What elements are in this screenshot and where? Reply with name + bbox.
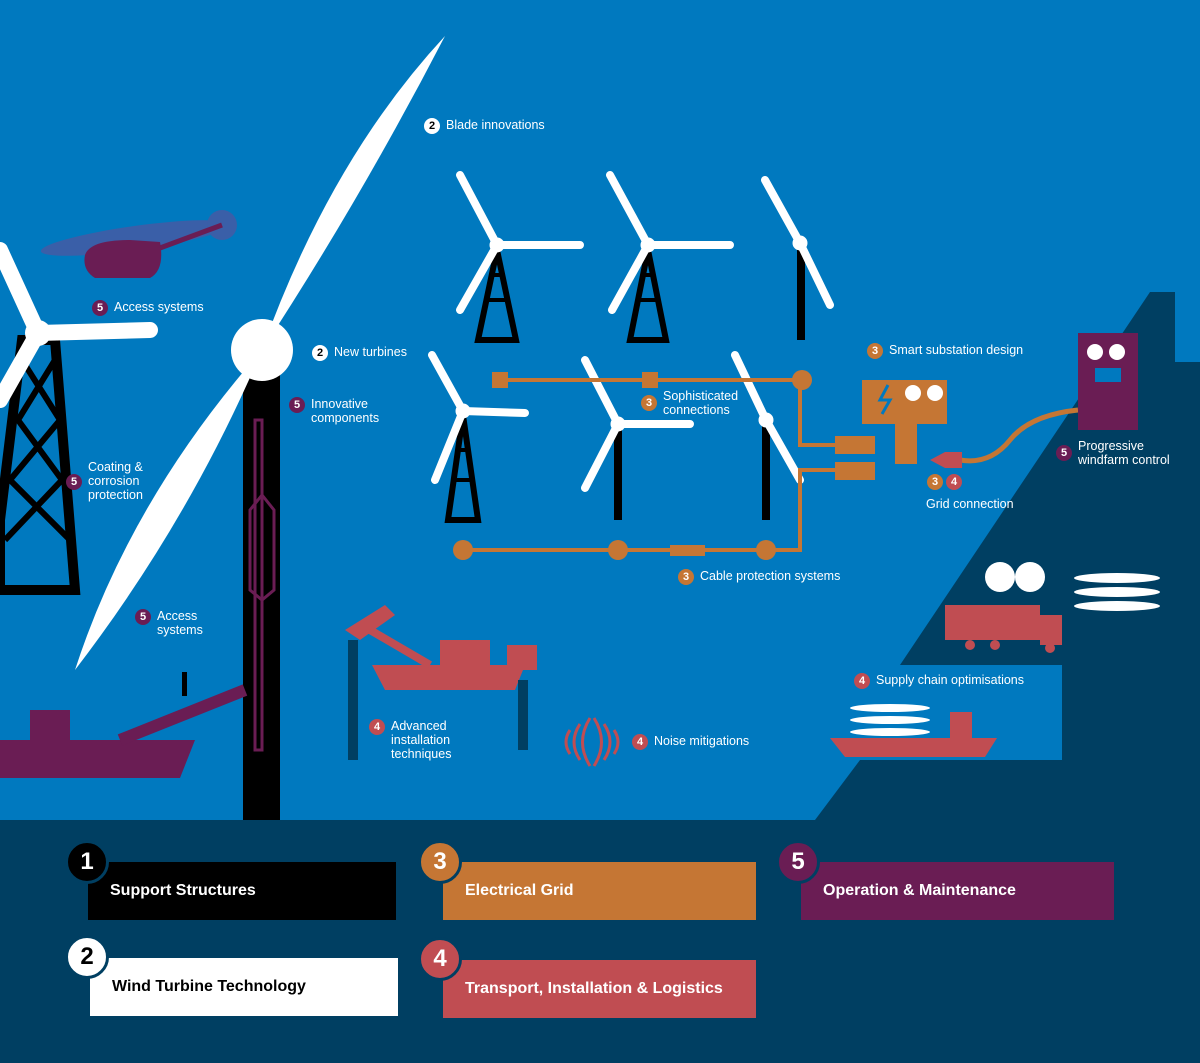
- badge: 5: [1056, 445, 1072, 461]
- label-installation: 4 Advanced installation techniques: [369, 719, 509, 761]
- legend-electrical-grid: Electrical Grid: [443, 862, 756, 920]
- label-cable-protection: 3 Cable protection systems: [678, 569, 840, 585]
- turbine-4: [428, 351, 529, 523]
- turbine-1: [456, 171, 584, 343]
- label-text: Noise mitigations: [654, 734, 750, 748]
- turbine-2: [606, 171, 734, 343]
- legend-operation-maintenance: Operation & Maintenance: [801, 862, 1114, 920]
- badge: 4: [632, 734, 648, 750]
- badge: 4: [854, 673, 870, 689]
- label-text: Access systems: [157, 609, 203, 637]
- label-smart-substation: 3 Smart substation design: [867, 343, 1023, 359]
- label-text: Coating & corrosion protection: [88, 460, 143, 502]
- label-text: Cable protection systems: [700, 569, 841, 583]
- badge: 3: [641, 395, 657, 411]
- label-coating: 5 Coating & corrosion protection: [66, 460, 166, 502]
- supply-chain-icons: [830, 562, 1160, 757]
- label-supply-chain: 4 Supply chain optimisations: [854, 673, 1024, 689]
- legend-label: Transport, Installation & Logistics: [465, 980, 723, 997]
- badge: 2: [424, 118, 440, 134]
- label-text: Smart substation design: [889, 343, 1024, 357]
- label-innovative-components: 5 Innovative components: [289, 397, 399, 425]
- grid-plug-icon: [930, 452, 962, 468]
- badge: 2: [312, 345, 328, 361]
- legend-label: Wind Turbine Technology: [112, 978, 306, 995]
- badge: 4: [946, 474, 962, 490]
- label-blade-innovations: 2 Blade innovations: [424, 118, 545, 134]
- label-access-systems-top: 5 Access systems: [92, 300, 204, 316]
- sea-background: [0, 0, 1200, 820]
- legend-support-structures: Support Structures: [88, 862, 396, 920]
- legend-label: Electrical Grid: [465, 882, 574, 899]
- label-noise: 4 Noise mitigations: [632, 734, 749, 750]
- badge: 5: [66, 474, 82, 490]
- label-text: Sophisticated connections: [663, 389, 739, 417]
- legend-number: 5: [776, 840, 820, 884]
- badge: 5: [135, 609, 151, 625]
- badge: 3: [867, 343, 883, 359]
- label-text: Supply chain optimisations: [876, 673, 1024, 687]
- label-access-systems-bottom: 5 Access systems: [135, 609, 215, 637]
- label-text: Grid connection: [926, 497, 1014, 511]
- legend-number: 3: [418, 840, 462, 884]
- installation-vessel-icon: [345, 605, 537, 760]
- turbine-3: [761, 176, 834, 340]
- turbine-6: [731, 351, 804, 520]
- label-text: Blade innovations: [446, 118, 545, 132]
- big-monopile-turbine: [75, 36, 445, 820]
- label-text: Advanced installation techniques: [391, 719, 452, 761]
- badge: 4: [369, 719, 385, 735]
- legend-transport-installation-logistics: Transport, Installation & Logistics: [443, 960, 756, 1018]
- legend-number: 2: [65, 935, 109, 979]
- label-sophisticated-connections: 3 Sophisticated connections: [641, 389, 751, 417]
- electrical-cables: [453, 370, 1079, 560]
- badge: 3: [927, 474, 943, 490]
- label-text: Progressive windfarm control: [1078, 439, 1170, 467]
- label-text: Innovative components: [311, 397, 380, 425]
- helicopter-icon: [40, 210, 237, 278]
- legend-number: 1: [65, 840, 109, 884]
- access-vessel-icon: [0, 672, 248, 778]
- left-lattice-turbine: [0, 242, 158, 595]
- legend-label: Support Structures: [110, 882, 256, 899]
- label-new-turbines: 2 New turbines: [312, 345, 407, 361]
- control-panel-icon: [1078, 333, 1138, 430]
- legend-label: Operation & Maintenance: [823, 882, 1016, 899]
- label-windfarm-control: 5 Progressive windfarm control: [1056, 439, 1191, 467]
- legend-number: 4: [418, 937, 462, 981]
- substation-icon: [862, 380, 947, 464]
- legend-wind-turbine-technology: Wind Turbine Technology: [90, 958, 398, 1016]
- turbine-5: [581, 356, 694, 520]
- badge: 5: [289, 397, 305, 413]
- windfarm-turbines: [428, 171, 834, 523]
- label-text: Access systems: [114, 300, 204, 314]
- badge: 3: [678, 569, 694, 585]
- noise-waves-icon: [564, 717, 620, 767]
- badge: 5: [92, 300, 108, 316]
- label-text: New turbines: [334, 345, 407, 359]
